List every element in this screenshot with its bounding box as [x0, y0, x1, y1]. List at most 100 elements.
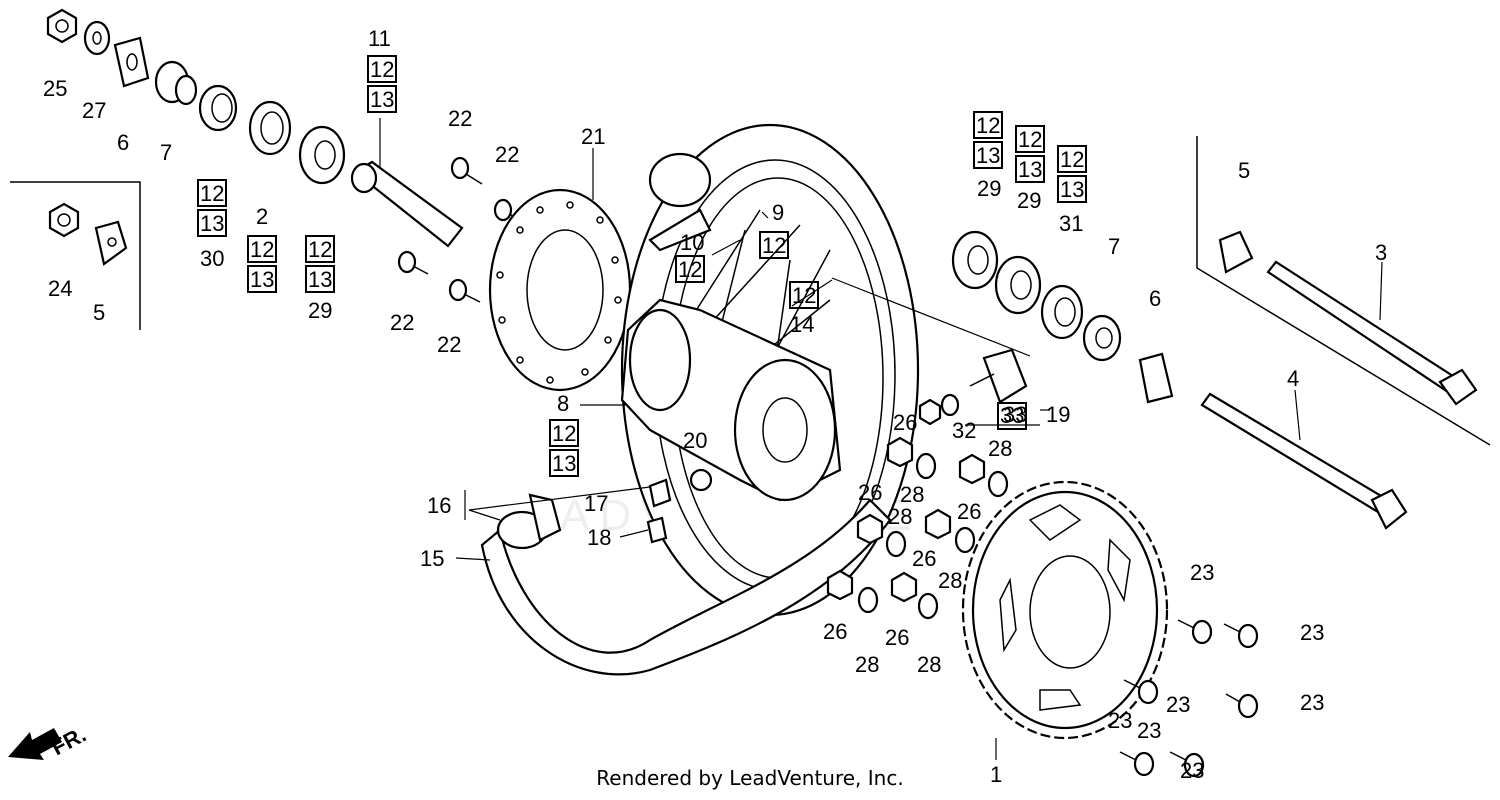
callout-23-g: 23 [1180, 758, 1204, 783]
bolt-22-d-icon[interactable] [448, 278, 481, 303]
callout-28-a: 28 [900, 482, 924, 507]
boxed-13-part-11: 13 [370, 87, 394, 112]
nut-26-b-icon[interactable] [856, 513, 884, 545]
bearing-29-right-b-icon[interactable] [994, 255, 1042, 315]
nut-26-d-icon[interactable] [924, 508, 952, 540]
callout-29-right-b: 29 [1017, 188, 1041, 213]
sprocket-1-icon[interactable] [961, 480, 1169, 740]
boxed-13-part-29-left: 13 [308, 267, 332, 292]
boxed-12-part-10: 12 [762, 233, 786, 258]
bearing-29-right-a-icon[interactable] [951, 230, 999, 290]
callout-1: 1 [990, 762, 1002, 787]
hub-8-icon[interactable] [620, 298, 842, 502]
callout-23-e: 23 [1108, 708, 1132, 733]
washer-28-b-icon[interactable] [987, 470, 1009, 498]
tire-top-lock-icon[interactable] [648, 152, 712, 252]
nut-25-icon[interactable] [46, 8, 78, 44]
boxed-13-part-29-right-b: 13 [1018, 157, 1042, 182]
callout-21: 21 [581, 124, 605, 149]
callout-23-f: 23 [1137, 718, 1161, 743]
rim-lock-icon[interactable] [496, 493, 562, 550]
boxed-12-part-2: 12 [250, 237, 274, 262]
bearing-31-icon[interactable] [1040, 284, 1084, 340]
callout-8: 8 [557, 391, 569, 416]
nut-26-a-icon[interactable] [886, 436, 914, 468]
bolt-23-b-icon[interactable] [1223, 623, 1259, 649]
washer-28-e-icon[interactable] [857, 586, 879, 614]
tire-15-icon[interactable] [480, 498, 892, 676]
nut-24-icon[interactable] [48, 202, 80, 238]
valve-20-icon[interactable] [689, 468, 713, 492]
callout-28-f: 28 [917, 652, 941, 677]
callout-7-right: 7 [1108, 234, 1120, 259]
axle-4-icon[interactable] [1200, 392, 1408, 530]
washer-28-d-icon[interactable] [954, 526, 976, 554]
adjuster-block-5-left-icon[interactable] [94, 220, 128, 266]
callout-27: 27 [82, 98, 106, 123]
callout-33: 33 [1003, 402, 1027, 427]
washer-28-a-icon[interactable] [915, 452, 937, 480]
callout-22-c: 22 [390, 310, 414, 335]
bearing-30-icon[interactable] [198, 84, 238, 132]
inset-frame-right [1196, 136, 1491, 446]
callout-22-a: 22 [448, 106, 472, 131]
boxed-12-part-14: 12 [792, 283, 816, 308]
nut-26-f-icon[interactable] [890, 571, 918, 603]
washer-28-f-icon[interactable] [917, 592, 939, 620]
direction-label: FR. [47, 722, 90, 761]
boxed-12-part-29-right-b: 12 [1018, 127, 1042, 152]
washer-27-icon[interactable] [83, 20, 111, 56]
callout-29-left: 29 [308, 298, 332, 323]
boxed-13-part-29-right-a: 13 [976, 143, 1000, 168]
callout-23-b: 23 [1300, 620, 1324, 645]
callout-7: 7 [160, 140, 172, 165]
adjuster-block-5-right-icon[interactable] [1218, 230, 1254, 274]
valve-cap-17-icon[interactable] [648, 478, 672, 508]
bolt-22-c-icon[interactable] [397, 250, 429, 275]
callout-22-d: 22 [437, 332, 461, 357]
bolt-23-e-icon[interactable] [1119, 751, 1155, 777]
callout-20: 20 [683, 428, 707, 453]
adjuster-plate-6-right-icon[interactable] [1138, 352, 1174, 404]
washer-28-c-icon[interactable] [885, 530, 907, 558]
callout-19: 19 [1046, 402, 1070, 427]
chain-guide-19-icon[interactable] [969, 348, 1028, 404]
distance-collar-11-icon[interactable] [350, 160, 464, 248]
collar-7-icon[interactable] [154, 60, 198, 106]
callout-10: 10 [680, 230, 704, 255]
bolt-23-f-icon[interactable] [1169, 751, 1205, 778]
collar-7-right-icon[interactable] [1082, 314, 1122, 362]
washer-33-icon[interactable] [940, 393, 960, 417]
callout-24: 24 [48, 276, 72, 301]
callout-26-f: 26 [885, 625, 909, 650]
nut-26-c-icon[interactable] [958, 453, 986, 485]
callout-26-b: 26 [858, 480, 882, 505]
callout-15: 15 [420, 546, 444, 571]
callout-28-b: 28 [988, 436, 1012, 461]
bolt-23-c-icon[interactable] [1123, 679, 1159, 705]
adjuster-plate-6-icon[interactable] [113, 36, 150, 88]
callout-22-b: 22 [495, 142, 519, 167]
dust-seal-2-icon[interactable] [248, 100, 292, 156]
callout-31: 31 [1059, 211, 1083, 236]
callout-23-c: 23 [1300, 690, 1324, 715]
boxed-12-part-8: 12 [552, 421, 576, 446]
callout-26-d: 26 [912, 546, 936, 571]
callout-32: 32 [952, 418, 976, 443]
bearing-29-left-icon[interactable] [298, 125, 346, 185]
bolt-23-a-icon[interactable] [1177, 619, 1213, 645]
nut-32-icon[interactable] [918, 398, 942, 426]
callout-29-right-a: 29 [977, 176, 1001, 201]
brake-disc-21-icon[interactable] [488, 188, 632, 392]
callout-2: 2 [256, 204, 268, 229]
callout-17: 17 [584, 491, 608, 516]
valve-nut-18-icon[interactable] [646, 516, 668, 544]
leader-lines [379, 118, 1383, 760]
boxed-12-part-31: 12 [1060, 147, 1084, 172]
callout-11: 11 [368, 26, 391, 51]
nut-26-e-icon[interactable] [826, 569, 854, 601]
bolt-22-a-icon[interactable] [450, 156, 483, 185]
callout-5-left: 5 [93, 300, 105, 325]
bolt-23-d-icon[interactable] [1225, 693, 1259, 719]
axle-3-icon[interactable] [1266, 260, 1478, 406]
